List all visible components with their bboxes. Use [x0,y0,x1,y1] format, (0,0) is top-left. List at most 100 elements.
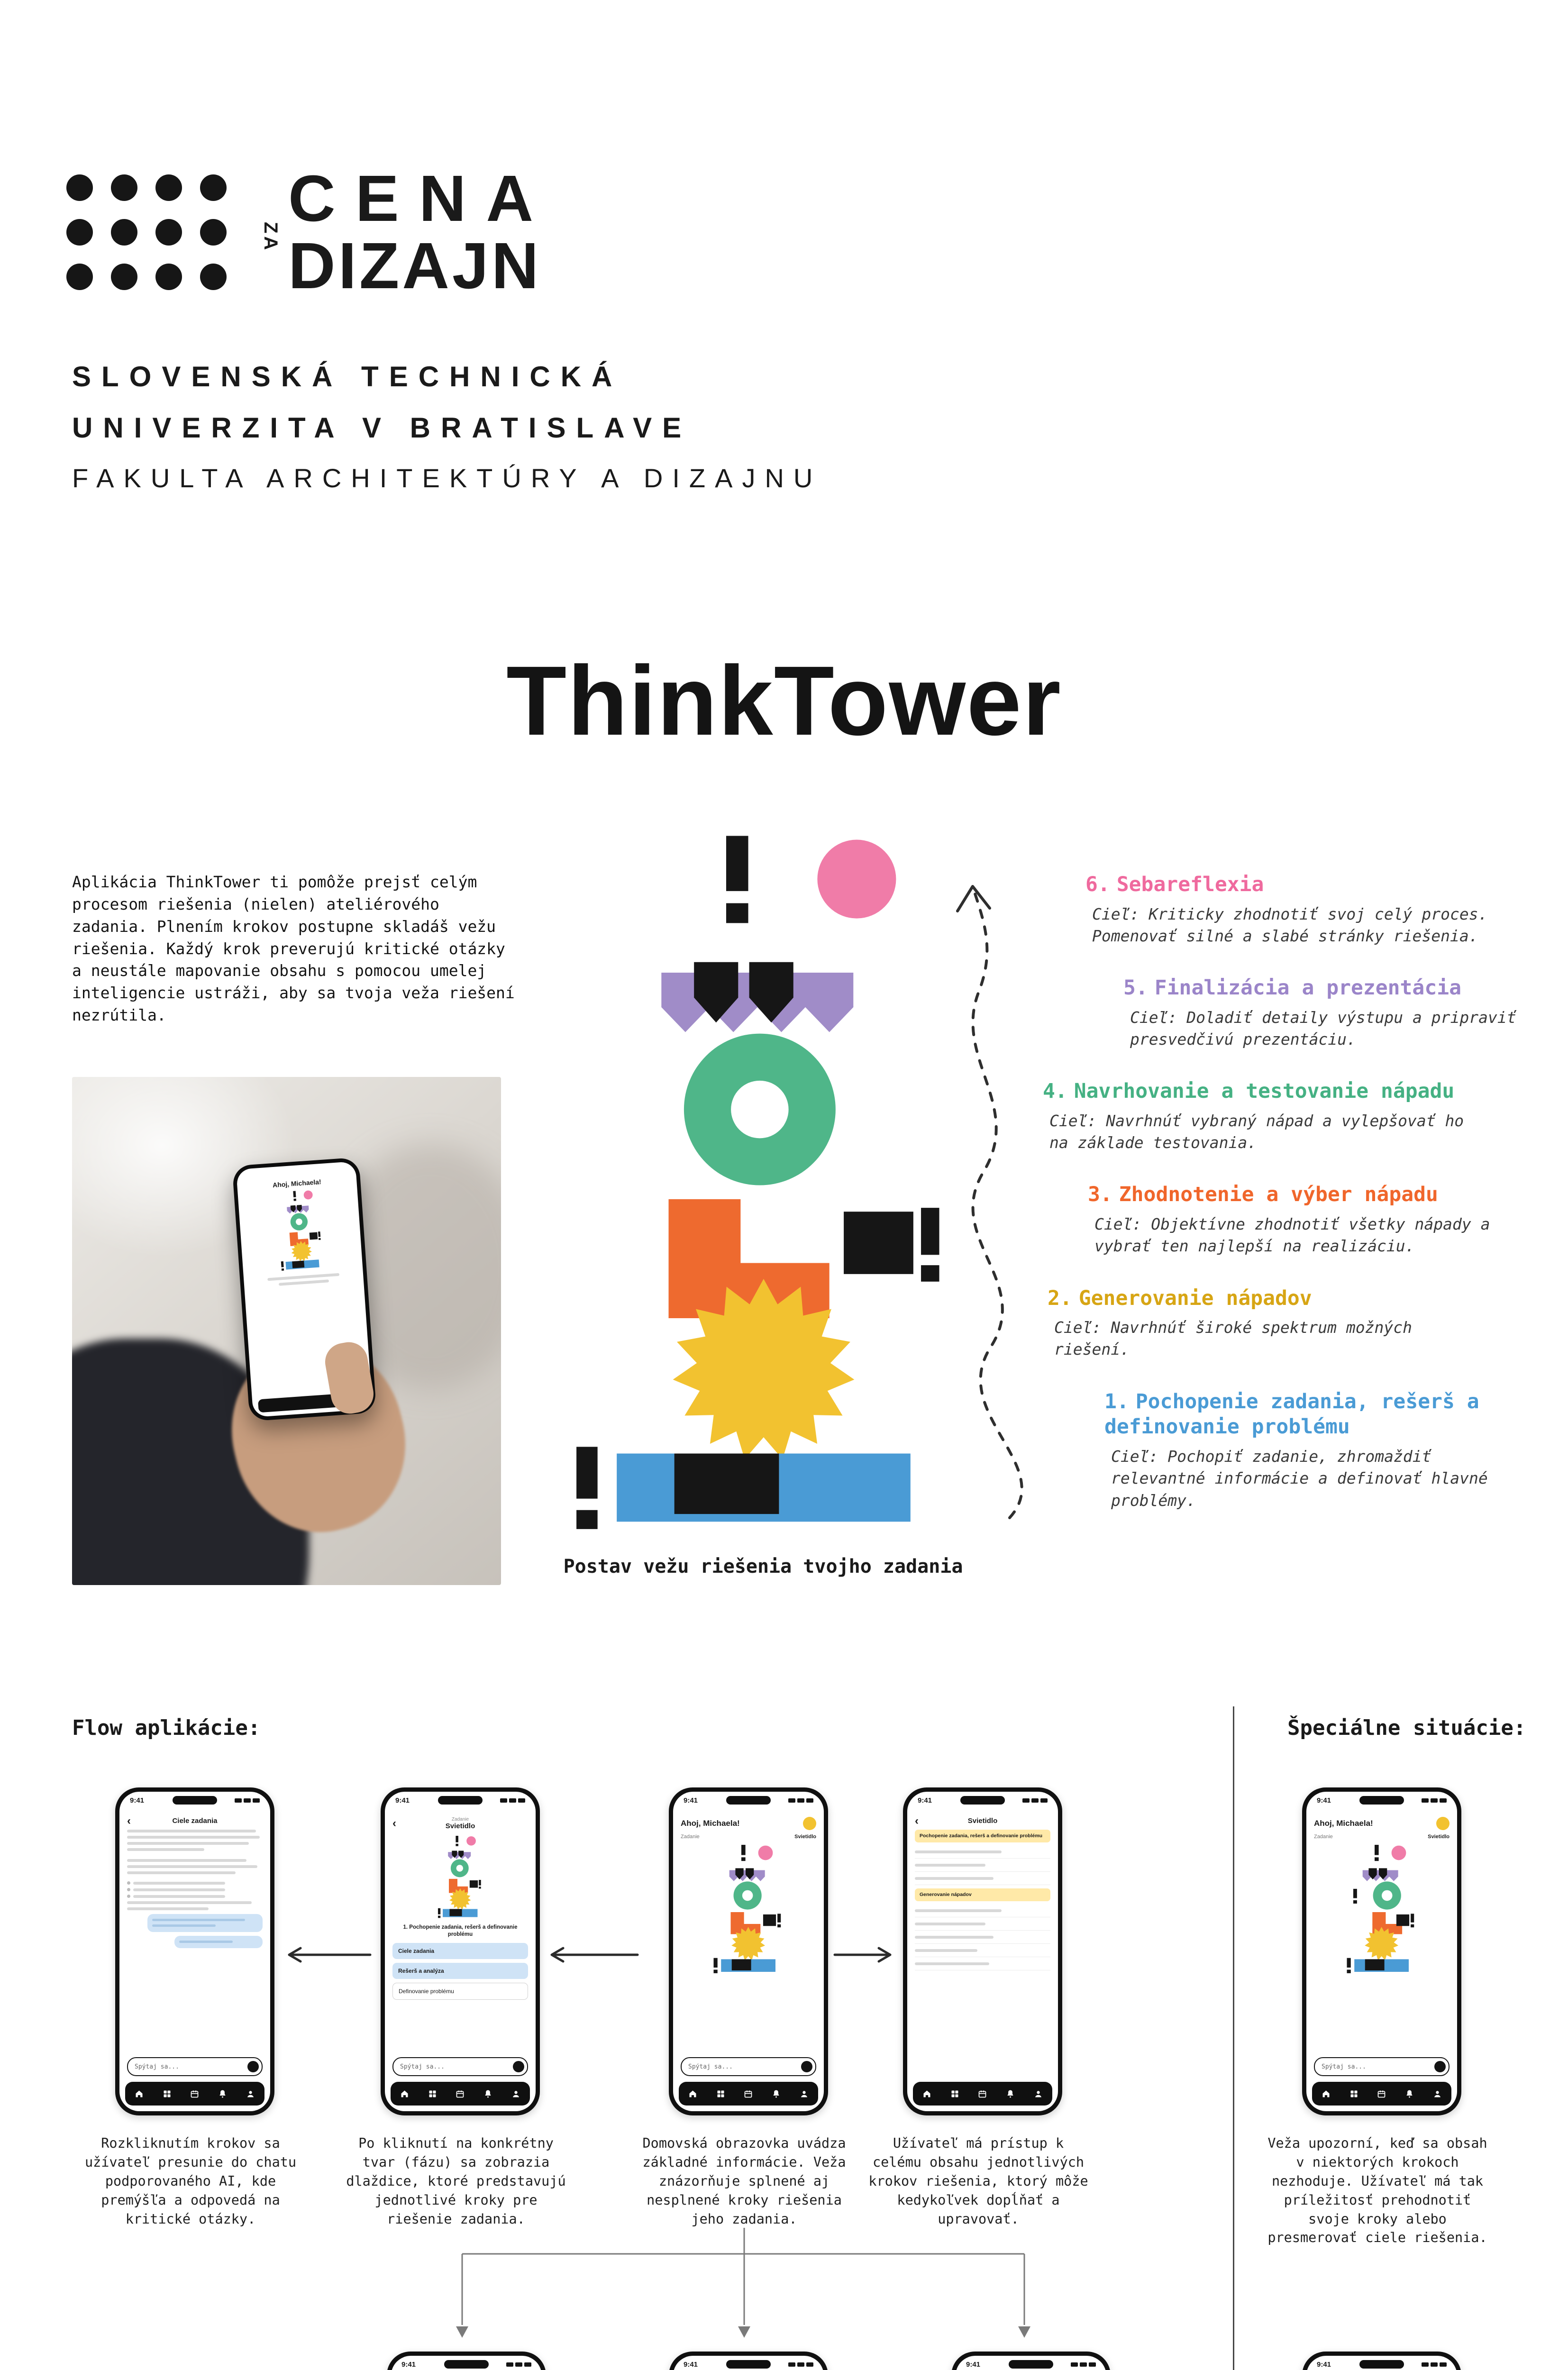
award-logo-cena: CENA [288,162,554,235]
home-icon [134,2089,144,2099]
skeleton-line [133,1888,226,1891]
phone-content-caption: Užívateľ má prístup k celému obsahu jedn… [868,2135,1088,2227]
mic-icon [513,2061,524,2072]
photo-phone: Ahoj, Michaela! [232,1157,377,1422]
university-line-2: UNIVERZITA V BRATISLAVE [72,412,692,444]
ask-input: Spýtaj sa... [1314,2057,1449,2076]
flow-arrow-left-2 [545,1945,640,1967]
assignment-kicker: Zadanie [1314,1834,1333,1840]
notch [444,2360,489,2369]
user-icon [1033,2089,1043,2099]
skeleton-line [127,1907,209,1910]
assignment-name: Svietidlo [794,1834,816,1840]
tower-caption: Postav vežu riešenia tvojho zadania [563,1556,963,1577]
logo-dot [111,219,137,246]
logo-dot [66,219,93,246]
skeleton-line [915,1877,994,1880]
skeleton-line [279,1279,329,1286]
calendar-icon [743,2089,753,2099]
user-icon [246,2089,255,2099]
status-icons [506,2362,531,2367]
content-row [915,1845,1050,1859]
phone-steps-caption: Po kliknutí na konkrétny tvar (fázu) sa … [346,2135,566,2227]
content-row [915,1872,1050,1886]
skeleton-line [127,1865,257,1868]
flow-branch-connector [426,2209,1061,2354]
grid-icon [1349,2089,1359,2099]
notch [1359,2360,1404,2369]
greeting: Ahoj, Michaela! [681,1819,740,1828]
bell-icon [483,2089,493,2099]
status-bar: 9:41 [1306,2356,1457,2369]
grid-icon [950,2089,960,2099]
status-time: 9:41 [1317,1796,1331,1805]
back-icon: ‹ [127,1814,131,1827]
step-5: 5.Finalizácia a prezentácia Cieľ: Doladi… [1123,975,1541,1050]
photo-phone-tower [238,1186,363,1277]
status-icons [1022,1798,1048,1803]
step-title: 6.Sebareflexia [1085,873,1264,896]
mic-icon [247,2061,259,2072]
home-icon [922,2089,932,2099]
bottom-nav [913,2082,1052,2106]
status-bar: 9:41 [673,2356,824,2369]
mic-icon [801,2061,812,2072]
status-time: 9:41 [130,1796,145,1805]
university-line-3: FAKULTA ARCHITEKTÚRY A DIZAJNU [72,463,822,493]
phone-home-caption: Domovská obrazovka uvádza základné infor… [642,2135,846,2227]
content-row [915,1859,1050,1872]
logo-dot [111,264,137,290]
tower-illustration [573,829,957,1541]
logo-dot [111,174,137,201]
step-title: 4.Navrhovanie a testovanie nápadu [1043,1079,1455,1103]
status-icons [1071,2362,1096,2367]
content-row [915,1904,1050,1918]
phone-screen: 9:41AktivitySebareflexiaFinalizácia a pr… [956,2356,1106,2370]
logo-dot [200,219,227,246]
step-tile: Ciele zadania [392,1942,528,1959]
skeleton-line [915,1850,1002,1853]
step-title: 1.Pochopenie zadania, rešerš a definovan… [1104,1389,1479,1439]
poster-title: ThinkTower [506,646,1062,756]
status-icons [788,1798,813,1803]
status-time: 9:41 [966,2361,981,2369]
flow-arrow-right-1 [832,1945,897,1967]
screen-title: Svietidlo [445,1822,475,1830]
step-3: 3.Zhodnotenie a výber nápadu Cieľ: Objek… [1088,1182,1541,1257]
chat-bubble [147,1914,263,1932]
avatar [803,1817,816,1830]
screen-title: Svietidlo [967,1817,998,1825]
greeting: Ahoj, Michaela! [1314,1819,1373,1828]
logo-dot [200,174,227,201]
status-bar: 9:41 [907,1792,1058,1805]
process-steps: 6.Sebareflexia Cieľ: Kriticky zhodnotiť … [1038,872,1541,1540]
status-time: 9:41 [1317,2361,1331,2369]
skeleton-line [127,1859,246,1862]
back-icon: ‹ [915,1814,919,1827]
award-logo-dizajn: DIZAJN [288,229,542,302]
skeleton-line [915,1909,1002,1912]
phone-chat-caption: Rozkliknutím krokov sa užívateľ presunie… [84,2135,297,2227]
flow-label: Flow aplikácie: [72,1716,261,1740]
skeleton-line [127,1830,256,1832]
skeleton-line [152,1919,246,1921]
notch [1009,2360,1053,2369]
status-bar: 9:41 [385,1792,536,1805]
logo-dot [66,264,93,290]
status-icons [1422,1798,1447,1803]
logo-dot [66,174,93,201]
step-goal: Cieľ: Kriticky zhodnotiť svoj celý proce… [1092,904,1488,945]
skeleton-line [915,1949,977,1952]
skeleton-line [152,1924,216,1927]
skeleton-line [915,1922,985,1925]
